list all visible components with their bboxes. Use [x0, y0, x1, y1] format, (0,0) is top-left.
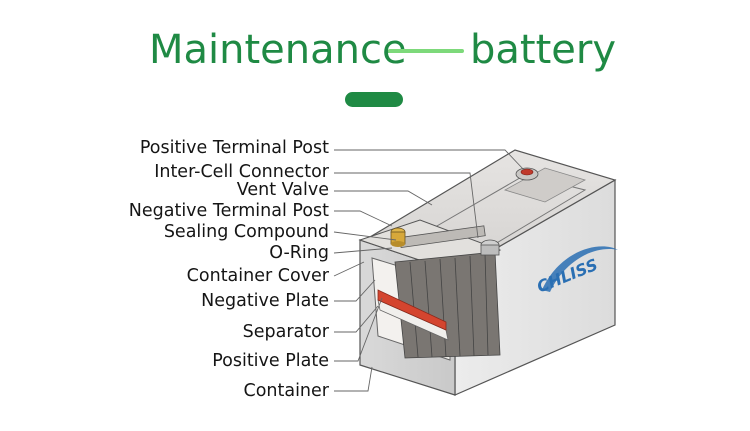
- positive-terminal-post: [515, 167, 539, 181]
- label-container: Container: [243, 381, 329, 401]
- page-title: Maintenance battery: [0, 22, 750, 78]
- vent-valve-cap: [480, 239, 500, 256]
- title-dash: [388, 49, 464, 53]
- label-container-cover: Container Cover: [186, 266, 329, 286]
- label-negative-terminal-post: Negative Terminal Post: [128, 201, 329, 221]
- label-inter-cell-connector: Inter-Cell Connector: [154, 162, 329, 182]
- label-positive-terminal-post: Positive Terminal Post: [139, 138, 329, 158]
- label-separator: Separator: [242, 322, 329, 342]
- label-sealing-compound: Sealing Compound: [163, 222, 329, 242]
- title-maintenance: Maintenance: [149, 27, 407, 73]
- label-negative-plate: Negative Plate: [201, 291, 329, 311]
- brand-swoosh: [542, 246, 618, 292]
- label-positive-plate: Positive Plate: [212, 351, 329, 371]
- label-o-ring: O-Ring: [269, 243, 329, 263]
- title-battery: battery: [470, 27, 616, 73]
- positive-plate-red: [377, 289, 447, 331]
- negative-terminal-post: [390, 227, 406, 247]
- plate-stack: [394, 251, 501, 359]
- leader-lines: [333, 149, 525, 392]
- title-underline-pill: [345, 92, 403, 107]
- label-vent-valve: Vent Valve: [236, 180, 329, 200]
